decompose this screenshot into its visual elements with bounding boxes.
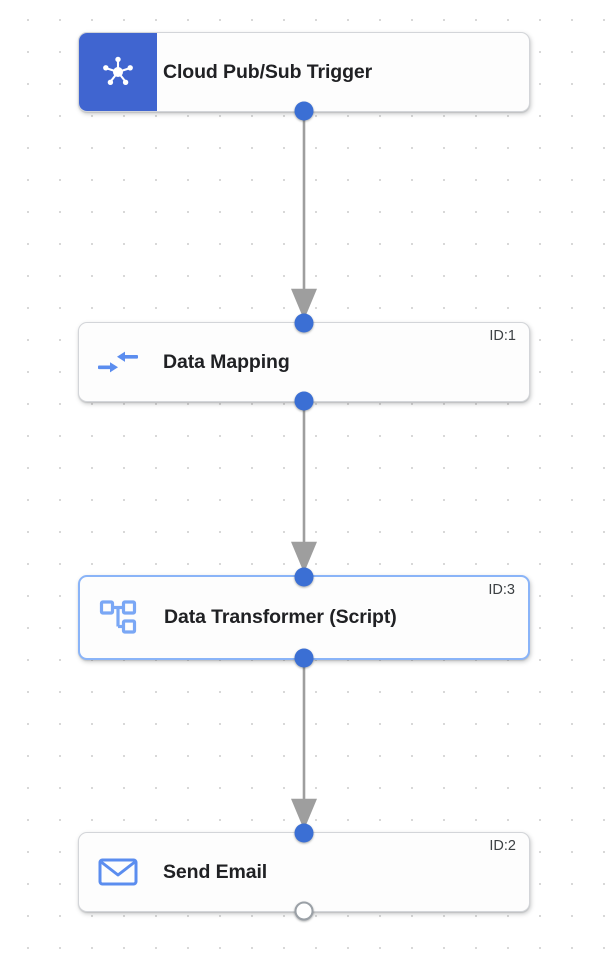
node-data-transformer-script[interactable]: Data Transformer (Script) ID:3 <box>78 567 530 668</box>
node-send-email[interactable]: Send Email ID:2 <box>78 823 530 921</box>
output-port[interactable] <box>294 101 314 121</box>
node-id-badge: ID:3 <box>488 582 515 598</box>
output-port[interactable] <box>294 648 314 668</box>
merge-arrows-icon <box>97 346 139 378</box>
node-icon-cell <box>79 33 157 111</box>
node-icon-cell <box>79 323 157 401</box>
node-icon-cell <box>80 577 158 658</box>
envelope-icon <box>98 856 138 888</box>
account-tree-icon <box>99 599 139 637</box>
node-id-badge: ID:1 <box>489 328 516 344</box>
input-port[interactable] <box>294 313 314 333</box>
output-port-open[interactable] <box>294 901 314 921</box>
input-port[interactable] <box>294 567 314 587</box>
node-data-mapping[interactable]: Data Mapping ID:1 <box>78 313 530 411</box>
node-title: Data Transformer (Script) <box>164 606 397 628</box>
pubsub-hub-icon <box>100 54 136 90</box>
node-title: Cloud Pub/Sub Trigger <box>163 60 373 83</box>
node-id-badge: ID:2 <box>489 838 516 854</box>
node-title: Send Email <box>163 860 268 883</box>
input-port[interactable] <box>294 823 314 843</box>
node-title: Data Mapping <box>163 350 290 373</box>
node-cloud-pubsub-trigger[interactable]: Cloud Pub/Sub Trigger <box>78 32 530 121</box>
node-icon-cell <box>79 833 157 911</box>
output-port[interactable] <box>294 391 314 411</box>
